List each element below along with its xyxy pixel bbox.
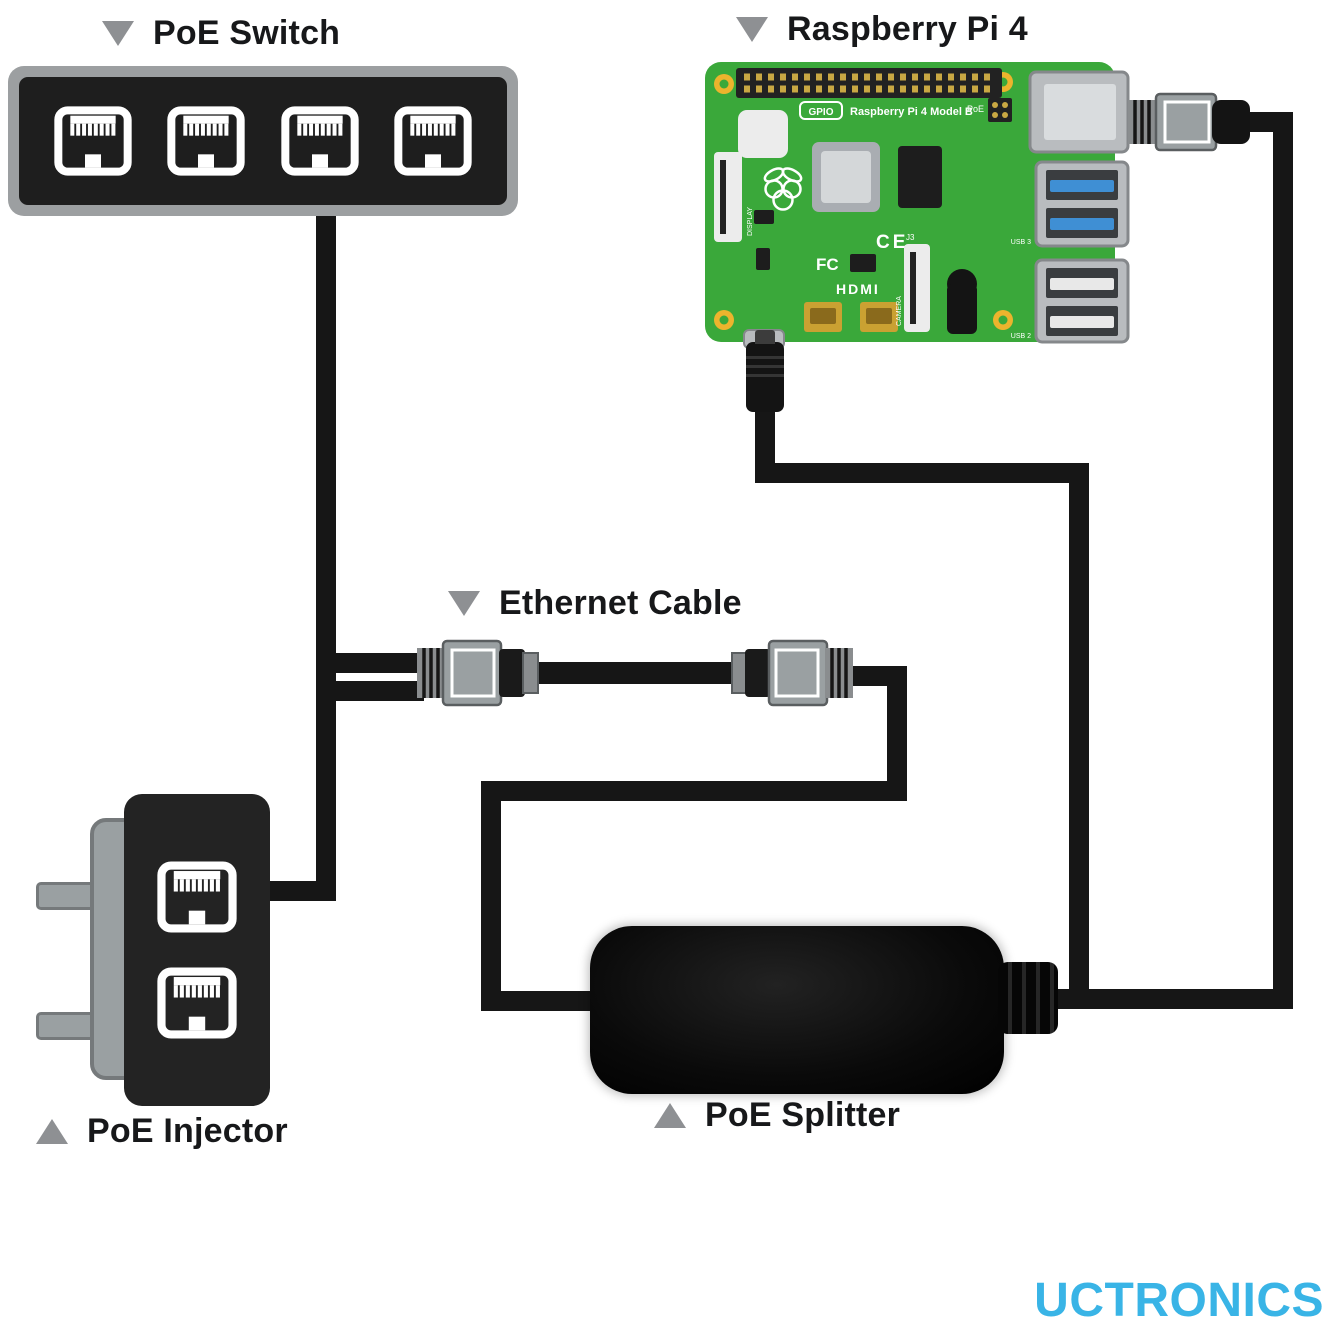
- ethernet-cable-label: Ethernet Cable: [448, 584, 742, 623]
- small-chip: [754, 210, 774, 224]
- micro-hdmi-port: [860, 302, 898, 332]
- poe-switch-label-text: PoE Switch: [153, 14, 341, 52]
- pi-model-text: Raspberry Pi 4 Model B: [850, 106, 973, 118]
- poe-header: PoE: [967, 98, 1012, 122]
- gpio-silkscreen-label: GPIO: [799, 101, 843, 120]
- plug-boot: [1212, 100, 1250, 144]
- svg-text:PoE: PoE: [967, 104, 984, 114]
- gpio-header: [736, 68, 1002, 98]
- uctronics-logo: UCTRONICS: [1034, 1274, 1324, 1327]
- usb2-label: USB 2: [1011, 333, 1031, 340]
- poe-switch-faceplate: [19, 77, 507, 205]
- triangle-up-icon: [36, 1119, 68, 1144]
- raspberry-pi-board: J10 GPIO Raspberry Pi 4 Model B PoE DISP…: [705, 62, 1130, 349]
- cable-body: [519, 662, 751, 684]
- display-connector: [714, 152, 742, 242]
- poe-injector-device: [36, 794, 270, 1106]
- raspberry-logo-icon: [763, 167, 803, 211]
- power-plug-ridges: [746, 350, 784, 377]
- pi-ethernet-port: [1028, 70, 1130, 154]
- triangle-down-icon: [448, 591, 480, 616]
- audio-jack: [947, 269, 977, 334]
- usb3-ports: [1034, 160, 1130, 248]
- raspberry-pi-label-text: Raspberry Pi 4: [787, 10, 1028, 48]
- usb2-ports: [1034, 258, 1130, 344]
- rj45-port-icon: [280, 105, 360, 177]
- poe-injector-label-text: PoE Injector: [87, 1112, 288, 1150]
- injector-body: [124, 794, 270, 1106]
- rj45-port-icon: [166, 105, 246, 177]
- cable-splitter-to-ethernet-plug: [1048, 112, 1293, 1009]
- cpu-chip: [812, 142, 880, 212]
- raspberry-pi-label: Raspberry Pi 4: [736, 10, 1028, 49]
- rj45-port-icon: [393, 105, 473, 177]
- ram-chip: [898, 146, 942, 208]
- triangle-up-icon: [654, 1103, 686, 1128]
- camera-label: CAMERA: [896, 296, 903, 326]
- small-chip: [850, 254, 876, 272]
- poe-splitter-label: PoE Splitter: [654, 1096, 900, 1135]
- poe-injector-label: PoE Injector: [36, 1112, 288, 1151]
- cable-plug-right: [731, 639, 853, 707]
- power-plug: [746, 330, 784, 412]
- usb3-label: USB 3: [1011, 239, 1031, 246]
- hdmi-silkscreen: HDMI: [836, 281, 880, 297]
- poe-splitter-label-text: PoE Splitter: [705, 1096, 901, 1134]
- triangle-down-icon: [102, 21, 134, 46]
- fcc-mark: FC: [816, 255, 839, 274]
- display-label: DISPLAY: [747, 207, 754, 236]
- ce-mark: CE: [876, 232, 908, 253]
- wifi-module: [738, 110, 788, 158]
- cable-switch-to-injector: [232, 200, 336, 901]
- micro-hdmi-port: [804, 302, 842, 332]
- rj45-port-icon: [156, 966, 238, 1040]
- rj45-port-icon: [53, 105, 133, 177]
- splitter-connector: [998, 962, 1058, 1034]
- poe-splitter-device: [590, 926, 1004, 1094]
- poe-switch-device: [8, 66, 518, 216]
- svg-text:GPIO: GPIO: [808, 107, 833, 118]
- small-chip: [756, 248, 770, 270]
- cable-ethernet-to-splitter: [481, 666, 907, 1011]
- ethernet-cable-illustration: [417, 639, 853, 707]
- triangle-down-icon: [736, 17, 768, 42]
- pi-j3-label: J3: [906, 233, 915, 242]
- plug-contacts: [1133, 100, 1151, 144]
- poe-switch-label: PoE Switch: [102, 14, 340, 53]
- rj45-port-icon: [156, 860, 238, 934]
- ethernet-cable-label-text: Ethernet Cable: [499, 584, 742, 622]
- cable-plug-left: [417, 639, 539, 707]
- camera-connector: [904, 244, 930, 332]
- ethernet-plug: [1128, 92, 1250, 152]
